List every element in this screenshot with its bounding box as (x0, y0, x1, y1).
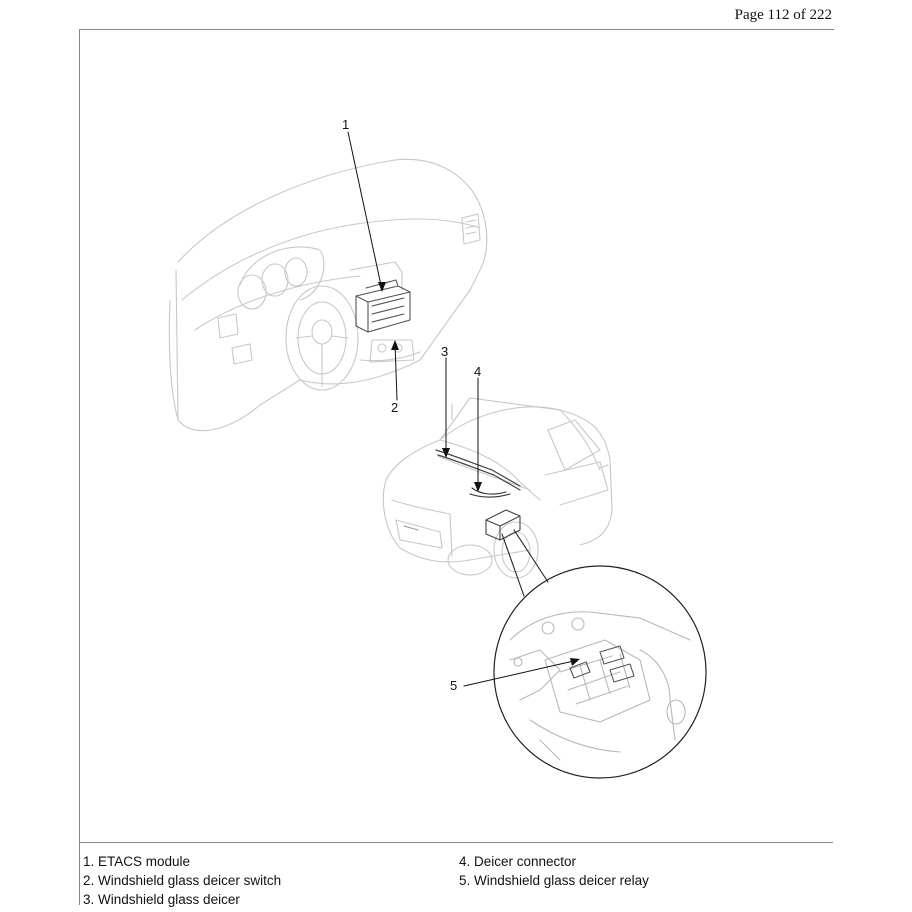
callout-4: 4 (474, 364, 481, 379)
legend-item: 3. Windshield glass deicer (83, 892, 240, 907)
legend-item: 5. Windshield glass deicer relay (459, 873, 649, 888)
legend-item: 2. Windshield glass deicer switch (83, 873, 282, 888)
callout-leaders (347, 131, 579, 687)
legend-item: 1. ETACS module (83, 854, 191, 869)
deicer-connector-drawing (469, 487, 511, 498)
etacs-module-drawing (355, 279, 411, 333)
dashboard-drawing (168, 158, 488, 432)
callout-3: 3 (441, 344, 448, 359)
callout-5: 5 (450, 678, 457, 693)
callout-arrowheads (378, 282, 580, 666)
callout-2: 2 (391, 400, 398, 415)
component-legend: 1. ETACS module 2. Windshield glass deic… (79, 842, 833, 907)
zoom-leader-lines (501, 529, 549, 597)
legend-item: 4. Deicer connector (459, 854, 577, 869)
page-number: Page 112 of 222 (734, 7, 832, 23)
engine-fuse-box-drawing (485, 509, 521, 541)
vehicle-drawing (382, 397, 613, 579)
legend-column-right: 4. Deicer connector 5. Windshield glass … (459, 852, 649, 890)
relay-detail-inset (493, 565, 707, 779)
callout-1: 1 (342, 117, 349, 132)
document-frame (79, 29, 834, 905)
windshield-deicer-drawing (435, 449, 521, 491)
legend-column-left: 1. ETACS module 2. Windshield glass deic… (83, 852, 281, 909)
